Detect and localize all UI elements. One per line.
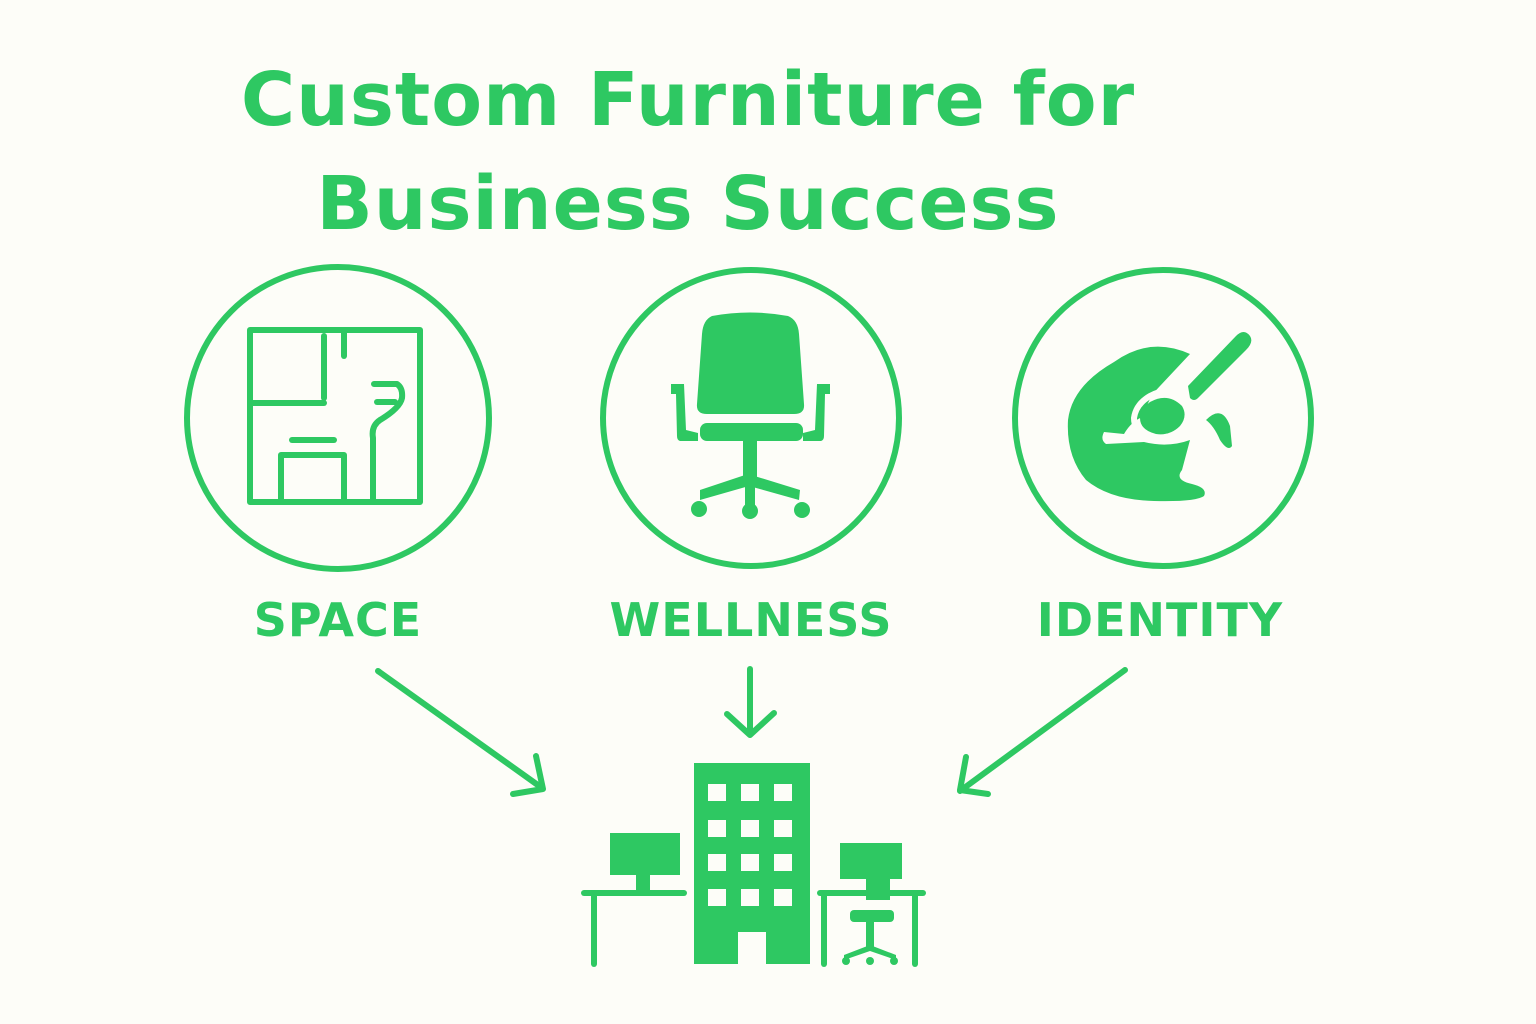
- pillar-label-space: SPACE: [253, 593, 423, 647]
- office-chair-icon: [671, 312, 830, 519]
- left-desk-icon: [581, 890, 687, 967]
- space-circle: [184, 264, 492, 572]
- arrow-identity-to-business: [957, 667, 1128, 797]
- arrow-wellness-to-business: [724, 666, 777, 738]
- wellness-circle: [600, 267, 902, 569]
- page-title: Custom Furniture for Business Success: [188, 48, 1188, 256]
- title-line-2: Business Success: [316, 161, 1060, 247]
- pillar-label-wellness: WELLNESS: [609, 593, 893, 647]
- building-windows: [708, 388, 1195, 906]
- title-line-1: Custom Furniture for: [240, 57, 1136, 143]
- arrow-space-to-business: [375, 668, 546, 797]
- paint-palette-icon: [1067, 332, 1252, 502]
- pillar-label-identity: IDENTITY: [1036, 593, 1284, 647]
- identity-circle: [1012, 267, 1314, 569]
- floor-plan-icon: [247, 327, 423, 505]
- space-icon-group: [184, 264, 492, 572]
